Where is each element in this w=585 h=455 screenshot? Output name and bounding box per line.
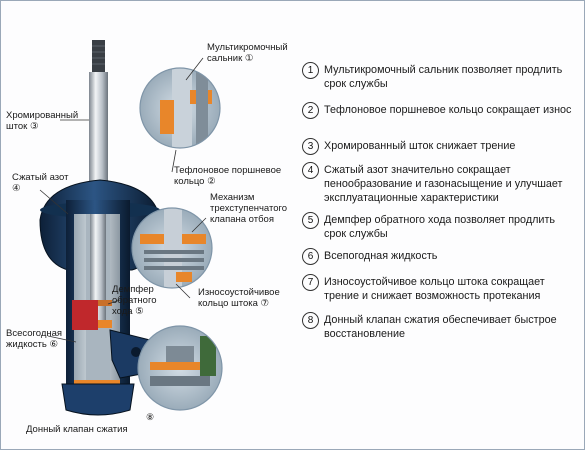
legend-text: Мультикромочный сальник позволяет продли… [324,64,563,90]
legend-text: Донный клапан сжатия обеспечивает быстро… [324,314,557,340]
legend-number: 6 [302,248,319,265]
bracket-hole [131,347,141,357]
label-ring: Износоустойчивое кольцо штока ⑦ [198,287,280,309]
legend-number: 1 [302,62,319,79]
legend-text: Демпфер обратного хода позволяет продлит… [324,214,556,240]
legend-number: 8 [302,312,319,329]
shock-absorber-figure: Мультикромочный сальник ① Хромированный … [6,40,288,435]
leader-ring [175,283,191,299]
label-base-number: ⑧ [146,412,155,422]
label-teflon: Тефлоновое поршневое кольцо ② [174,165,282,187]
rod-thread [92,40,105,74]
inner-rod [90,214,106,324]
legend-number: 7 [302,274,319,291]
leader-gas [39,189,69,215]
inset-valve-border [131,207,213,289]
label-fluid: Всесогодная жидкость ⑥ [6,328,63,350]
inset-base-border [137,325,223,411]
inset-seal [140,68,220,148]
inset-valve [132,208,212,288]
brand-sticker [72,300,98,330]
label-valve: Механизм трехступенчатого клапана отбоя [210,192,288,225]
leader-seal [185,57,204,81]
legend-text: Всепогодная жидкость [324,250,438,262]
legend-number: 5 [302,212,319,229]
leader-damper [107,299,121,305]
leader-valve [191,217,207,233]
label-rod: Хромированный шток ③ [6,110,79,132]
legend-text: Сжатый азот значительно сокращает пенооб… [324,164,563,204]
inset-seal-border [139,67,221,149]
legend-number: 2 [302,102,319,119]
label-seal: Мультикромочный сальник ① [207,42,288,64]
label-gas: Сжатый азот ④ [12,172,69,194]
leader-fluid [47,335,77,343]
leader-teflon [171,149,177,173]
legend-number: 4 [302,162,319,179]
label-base: Донный клапан сжатия [26,424,128,435]
label-damper: Демпфер обратного хода ⑤ [112,284,157,317]
legend-text: Хромированный шток снижает трение [324,140,516,152]
legend-number: 3 [302,138,319,155]
legend-text: Тефлоновое поршневое кольцо сокращает из… [324,104,572,116]
tube-base [61,383,135,416]
inset-base [138,326,222,410]
legend-text: Износоустойчивое кольцо штока сокращает … [324,276,545,302]
shock-absorber-illustration [39,40,223,416]
